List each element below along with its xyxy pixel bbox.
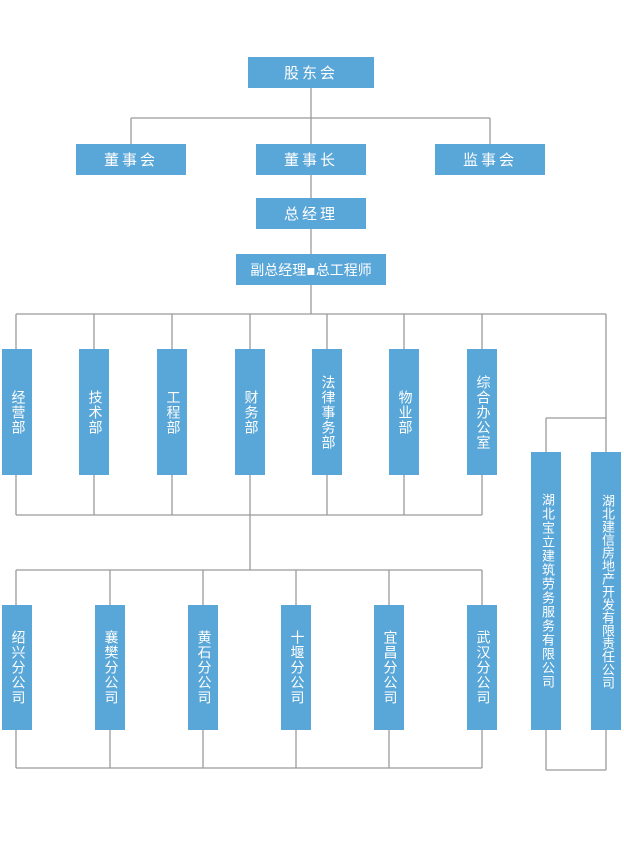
branch-box: 十堰分公司 bbox=[281, 605, 311, 730]
department-box: 工程部 bbox=[157, 349, 187, 475]
department-box: 法律事务部 bbox=[312, 349, 342, 475]
department-box: 经营部 bbox=[2, 349, 32, 475]
board-box: 董事会 bbox=[76, 144, 186, 175]
deputy-box: 副总经理▪总工程师 bbox=[236, 254, 386, 285]
branch-box: 宜昌分公司 bbox=[374, 605, 404, 730]
chairman-box: 董事长 bbox=[256, 144, 366, 175]
department-box: 技术部 bbox=[79, 349, 109, 475]
branch-label: 绍兴分公司 bbox=[9, 630, 26, 705]
shareholders-box: 股东会 bbox=[248, 57, 374, 88]
branch-box: 绍兴分公司 bbox=[2, 605, 32, 730]
subsidiary-box: 湖北建信房地产开发有限责任公司 bbox=[591, 452, 621, 730]
deputy-label: 副总经理▪总工程师 bbox=[250, 262, 372, 279]
department-box: 物业部 bbox=[389, 349, 419, 475]
department-label: 技术部 bbox=[86, 389, 103, 435]
board-label: 董事会 bbox=[103, 151, 158, 169]
department-label: 法律事务部 bbox=[319, 374, 336, 450]
branch-box: 武汉分公司 bbox=[467, 605, 497, 730]
subsidiary-box: 湖北宝立建筑劳务服务有限公司 bbox=[531, 452, 561, 730]
branch-label: 武汉分公司 bbox=[474, 630, 491, 705]
shareholders-label: 股东会 bbox=[283, 64, 338, 82]
chairman-label: 董事长 bbox=[283, 151, 338, 169]
department-box: 综合办公室 bbox=[467, 349, 497, 475]
department-label: 财务部 bbox=[242, 389, 259, 435]
branch-label: 宜昌分公司 bbox=[381, 630, 398, 705]
subsidiary-label: 湖北建信房地产开发有限责任公司 bbox=[599, 493, 614, 689]
department-label: 物业部 bbox=[396, 389, 413, 435]
supervisors-box: 监事会 bbox=[435, 144, 545, 175]
branch-box: 襄樊分公司 bbox=[95, 605, 125, 730]
general-manager-box: 总经理 bbox=[256, 198, 366, 229]
general-manager-label: 总经理 bbox=[283, 205, 338, 223]
branch-label: 十堰分公司 bbox=[288, 630, 305, 705]
branch-label: 襄樊分公司 bbox=[102, 630, 119, 705]
department-label: 综合办公室 bbox=[474, 374, 491, 450]
department-box: 财务部 bbox=[235, 349, 265, 475]
branch-label: 黄石分公司 bbox=[195, 630, 212, 705]
branch-box: 黄石分公司 bbox=[188, 605, 218, 730]
subsidiary-label: 湖北宝立建筑劳务服务有限公司 bbox=[539, 493, 554, 689]
department-label: 工程部 bbox=[164, 389, 181, 435]
department-label: 经营部 bbox=[9, 389, 26, 435]
supervisors-label: 监事会 bbox=[462, 151, 517, 169]
